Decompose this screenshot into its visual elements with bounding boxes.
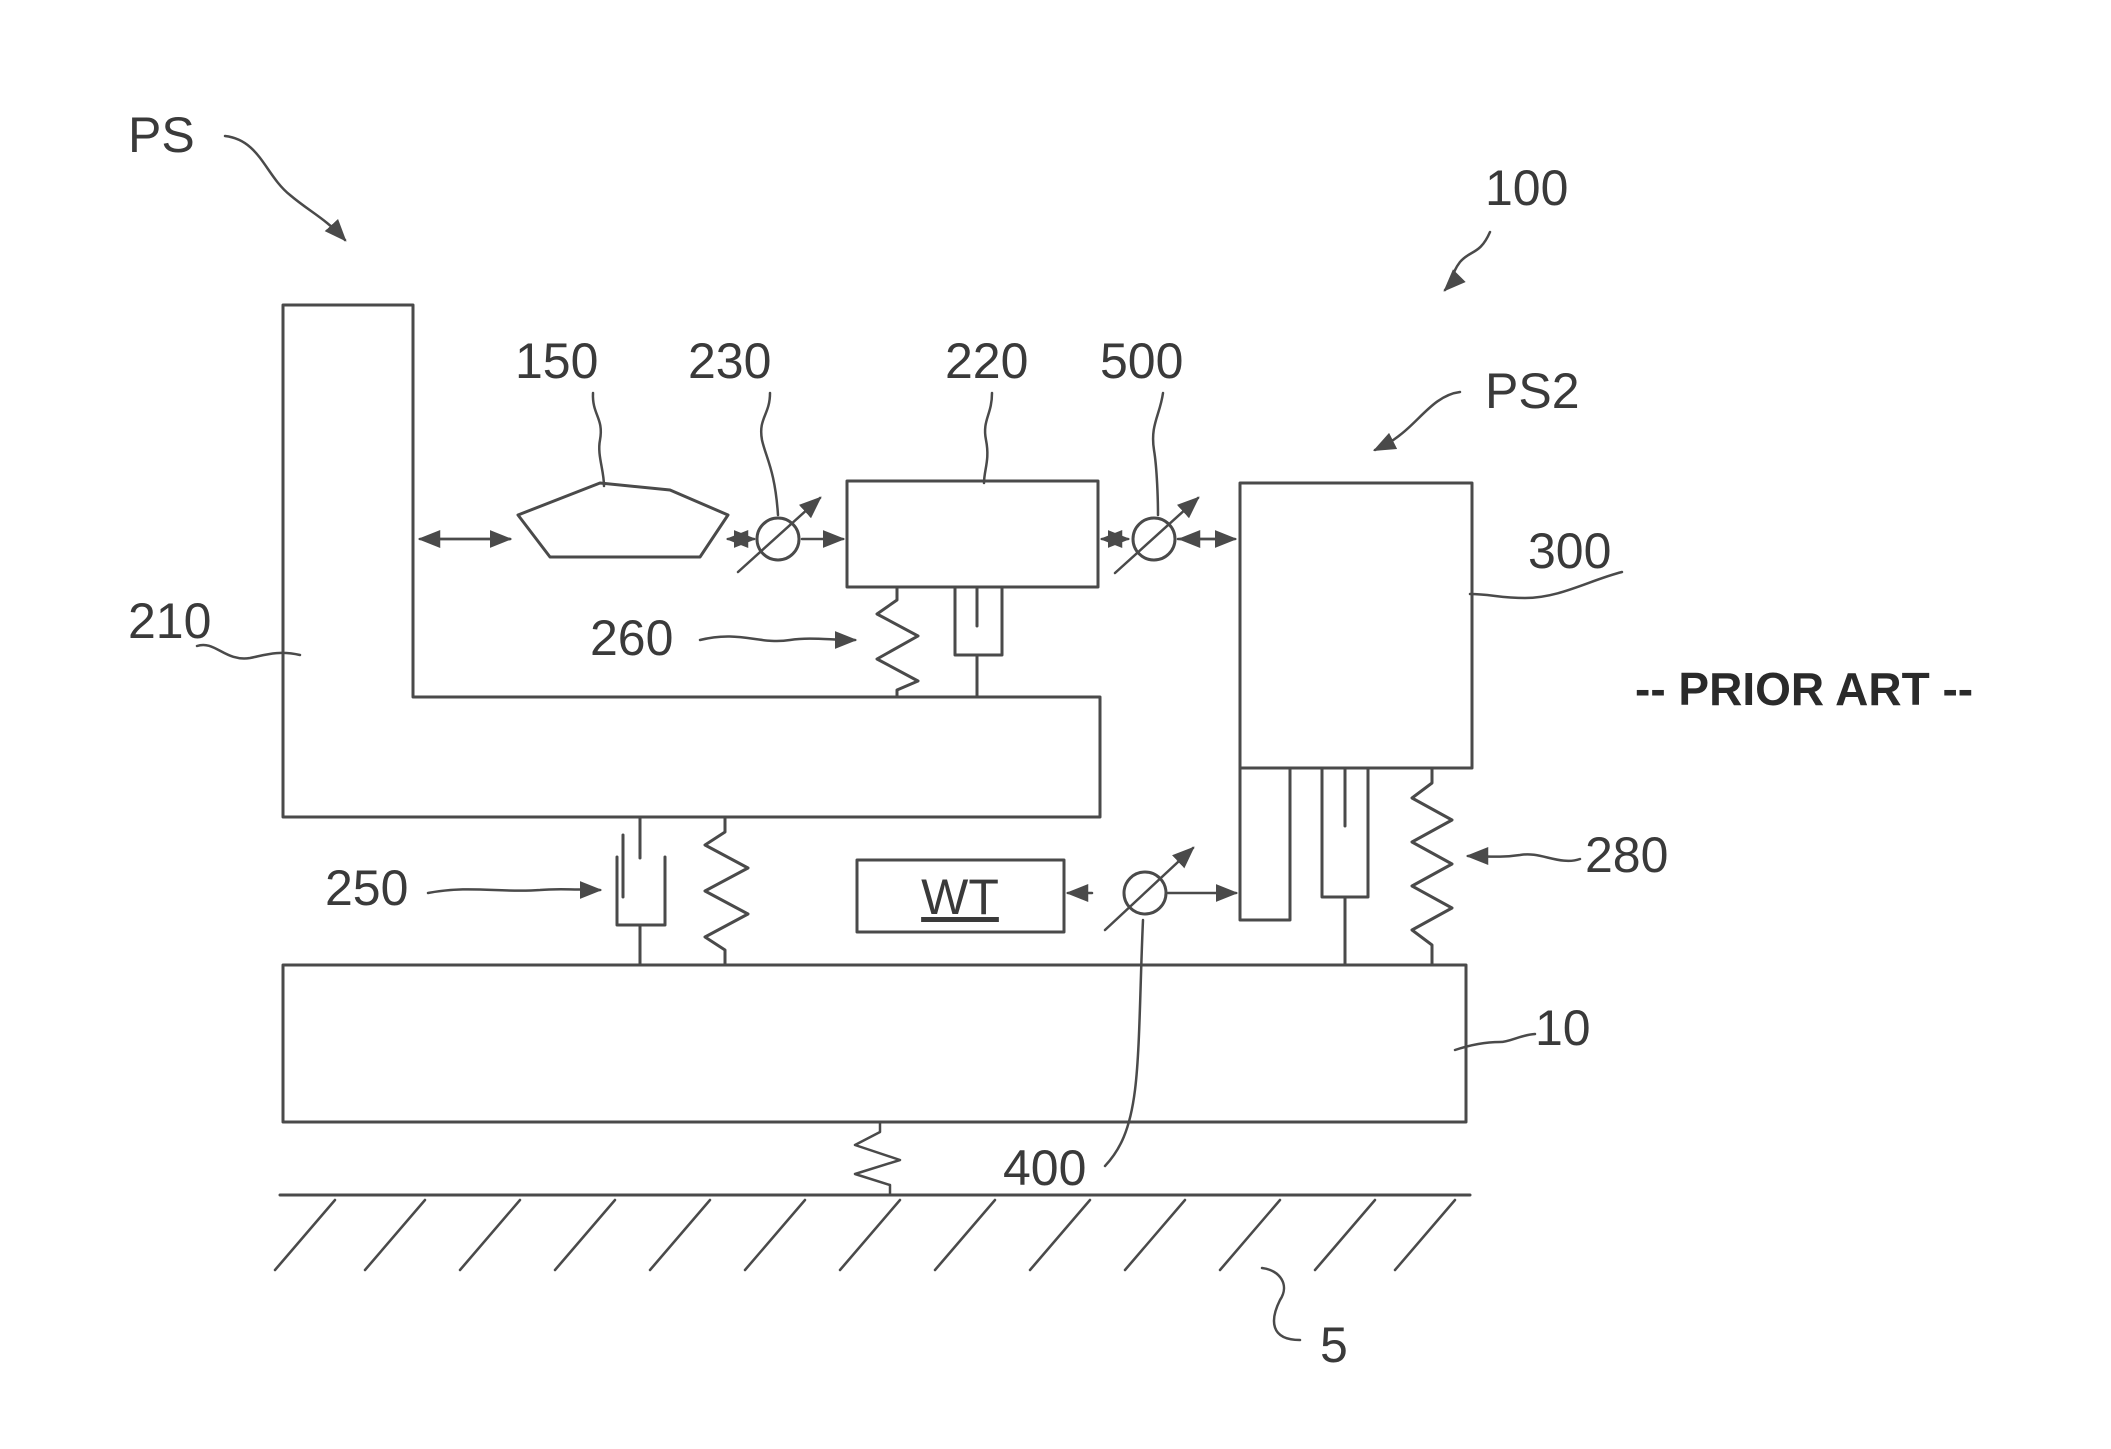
stage-300 <box>1240 483 1472 768</box>
prior-art-label: -- PRIOR ART -- <box>1635 663 1973 715</box>
label-ps: PS <box>128 107 195 163</box>
label-ps2: PS2 <box>1485 363 1580 419</box>
label-280: 280 <box>1585 827 1668 883</box>
label-5: 5 <box>1320 1317 1348 1373</box>
label-150: 150 <box>515 333 598 389</box>
leader-lines <box>197 136 1622 1340</box>
spring-250 <box>705 817 748 965</box>
base-frame-10 <box>283 965 1466 1122</box>
label-250: 250 <box>325 860 408 916</box>
spring-280 <box>1412 768 1452 965</box>
label-230: 230 <box>688 333 771 389</box>
damper-260 <box>955 587 1002 697</box>
stage-post <box>1240 768 1290 920</box>
label-10: 10 <box>1535 1000 1591 1056</box>
sensor-400 <box>1068 848 1236 930</box>
label-300: 300 <box>1528 523 1611 579</box>
label-100: 100 <box>1485 160 1568 216</box>
ground <box>275 1195 1470 1270</box>
damper-250 <box>617 817 665 965</box>
label-220: 220 <box>945 333 1028 389</box>
label-500: 500 <box>1100 333 1183 389</box>
module-220 <box>847 481 1098 587</box>
sensor-500 <box>1102 498 1235 573</box>
spring-260 <box>877 587 918 697</box>
label-400: 400 <box>1003 1140 1086 1196</box>
label-260: 260 <box>590 610 673 666</box>
wt-label: WT <box>921 869 999 925</box>
sensor-230 <box>728 498 843 572</box>
damper-280 <box>1322 768 1368 965</box>
ground-spring <box>855 1123 900 1195</box>
lens-150 <box>518 483 728 557</box>
labels: PS 100 150 230 220 500 PS2 300 210 260 2… <box>128 107 1973 1373</box>
label-210: 210 <box>128 593 211 649</box>
